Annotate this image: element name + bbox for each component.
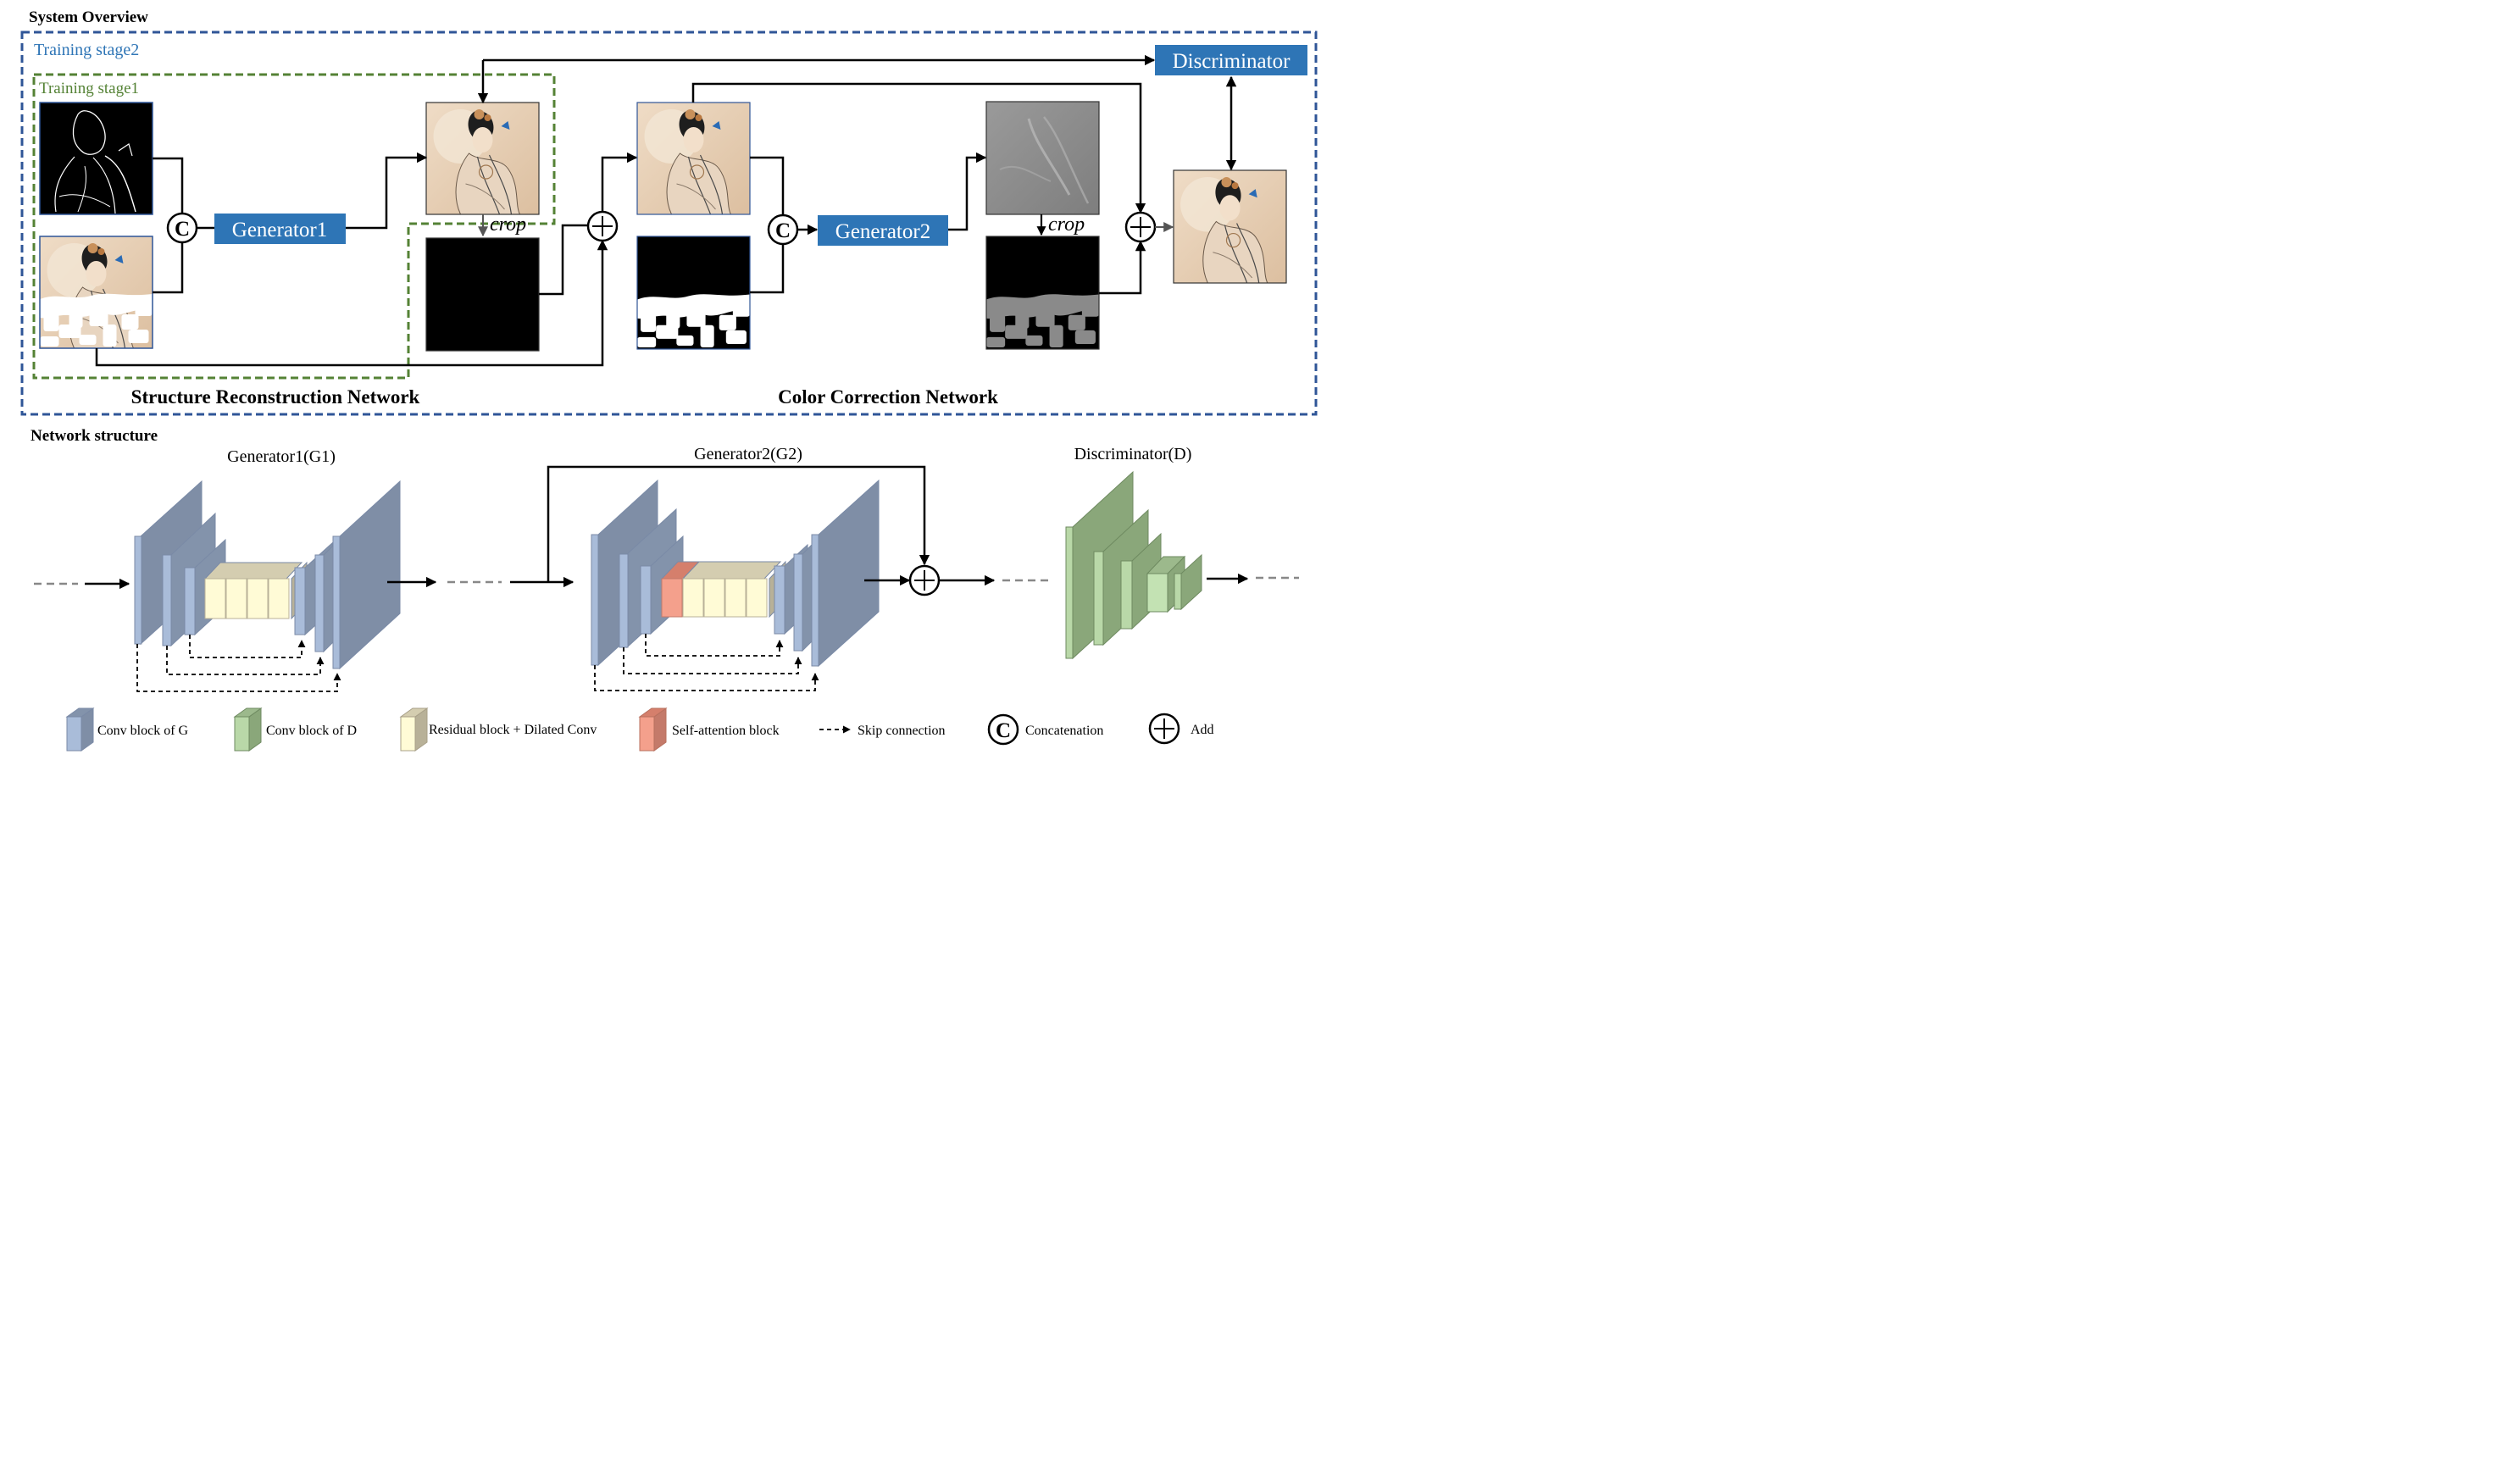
generator2-output-image — [985, 101, 1100, 215]
binary-mask-image — [636, 236, 751, 350]
generator2-title: Generator2(G2) — [694, 445, 802, 463]
svg-text:C: C — [175, 218, 190, 241]
concatenation-icon-2: C — [767, 214, 799, 246]
generator2-label: Generator2 — [835, 220, 930, 243]
generator1-label: Generator1 — [232, 219, 327, 241]
cropped-region-image-2 — [985, 236, 1100, 350]
add-icon-3 — [908, 564, 941, 596]
concatenation-icon-1: C — [166, 212, 198, 244]
add-icon-2 — [1124, 211, 1157, 243]
legend-concatenation-icon: C — [987, 713, 1019, 746]
training-stage2-frame — [20, 31, 1318, 416]
discriminator-title: Discriminator(D) — [1074, 445, 1192, 463]
structure-network-label: Structure Reconstruction Network — [131, 386, 420, 408]
svg-text:C: C — [775, 219, 791, 242]
legend-skip-label: Skip connection — [858, 724, 946, 738]
discriminator-network — [1065, 470, 1202, 660]
generator1-title: Generator1(G1) — [227, 447, 336, 466]
network-structure-title: Network structure — [31, 427, 158, 445]
masked-input-image — [39, 236, 153, 349]
legend-residual-label: Residual block + Dilated Conv — [429, 723, 597, 737]
legend-conv-d-label: Conv block of D — [266, 724, 357, 738]
merged-image — [636, 102, 751, 215]
legend-attention-icon — [638, 707, 668, 752]
legend-conv-d-icon — [233, 707, 263, 752]
generator2-box — [818, 215, 948, 246]
generator1-skip-connections — [136, 635, 341, 692]
cropped-region-image-1 — [425, 237, 540, 352]
generator1-network — [134, 480, 401, 670]
architecture-diagram: System Overview Training stage2 Training… — [20, 8, 1318, 752]
legend-concatenation-label: Concatenation — [1025, 724, 1103, 738]
legend: Conv block of G Conv block of D Residual… — [65, 707, 1214, 752]
edge-map-image — [39, 102, 153, 215]
network-flow — [34, 465, 1299, 590]
generator1-box — [214, 214, 346, 244]
color-network-label: Color Correction Network — [778, 386, 998, 408]
training-stage1-label: Training stage1 — [39, 80, 139, 97]
training-stage1-frame — [32, 73, 556, 380]
legend-add-icon — [1148, 713, 1180, 745]
legend-conv-g-icon — [65, 707, 95, 752]
training-stage2-label: Training stage2 — [34, 41, 139, 59]
legend-attention-label: Self-attention block — [672, 724, 780, 738]
crop-label-2: crop — [1048, 214, 1085, 236]
generator2-skip-connections — [594, 634, 819, 691]
generator1-output-image — [425, 102, 540, 215]
discriminator-label: Discriminator — [1173, 50, 1291, 73]
legend-residual-icon — [399, 707, 429, 752]
svg-text:C: C — [996, 719, 1011, 742]
crop-label-1: crop — [490, 214, 526, 236]
overview-connectors — [95, 54, 1237, 367]
add-icon-1 — [586, 210, 619, 242]
discriminator-box — [1155, 45, 1307, 75]
generator2-network — [591, 479, 880, 668]
system-overview-title: System Overview — [29, 8, 148, 26]
legend-add-label: Add — [1191, 723, 1214, 737]
legend-conv-g-label: Conv block of G — [97, 724, 189, 738]
final-output-image — [1173, 169, 1287, 284]
